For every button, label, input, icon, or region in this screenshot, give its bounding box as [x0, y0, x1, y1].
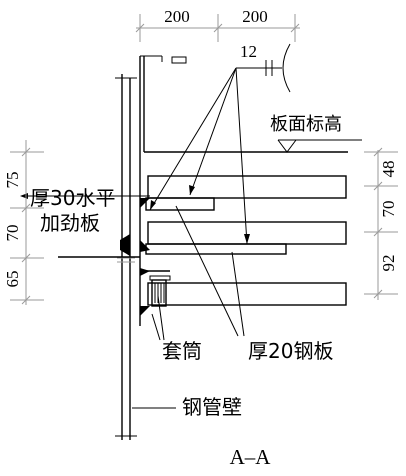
left-dimension: 75 70 65: [3, 140, 44, 305]
pipe-wall-label: 钢管壁: [182, 395, 242, 419]
sleeve-label: 套筒: [162, 339, 202, 363]
right-dim-3: 92: [379, 255, 398, 272]
sleeve-leader: 套筒: [151, 295, 202, 363]
top-dim-1: 200: [164, 7, 190, 26]
floor-elevation: 板面标高: [144, 114, 362, 153]
floor-elevation-label: 板面标高: [270, 114, 342, 135]
weld-symbol: 12: [149, 42, 291, 245]
steel-plate-leader: 厚20钢板: [175, 205, 333, 363]
top-dimension: 200 200: [135, 7, 300, 42]
section-title: A–A: [230, 445, 272, 469]
right-dimension: 48 70 92: [364, 147, 398, 300]
left-dim-3: 65: [3, 271, 22, 288]
steel-plates: [140, 175, 347, 306]
right-dim-2: 70: [379, 201, 398, 218]
steel-plate-label: 厚20钢板: [248, 339, 333, 363]
stiffener-label-line2: 加劲板: [40, 211, 100, 235]
stiffener-label-line1: 厚30水平: [30, 186, 115, 210]
left-dim-1: 75: [3, 172, 22, 189]
pipe-wall-leader: 钢管壁: [132, 395, 242, 419]
weld-marks: [120, 198, 150, 316]
right-dim-1: 48: [379, 161, 398, 178]
weld-size: 12: [240, 42, 257, 61]
left-dim-2: 70: [3, 225, 22, 242]
top-dim-2: 200: [242, 7, 268, 26]
sleeve: [149, 275, 171, 307]
stiffener-vertical: [139, 55, 187, 326]
